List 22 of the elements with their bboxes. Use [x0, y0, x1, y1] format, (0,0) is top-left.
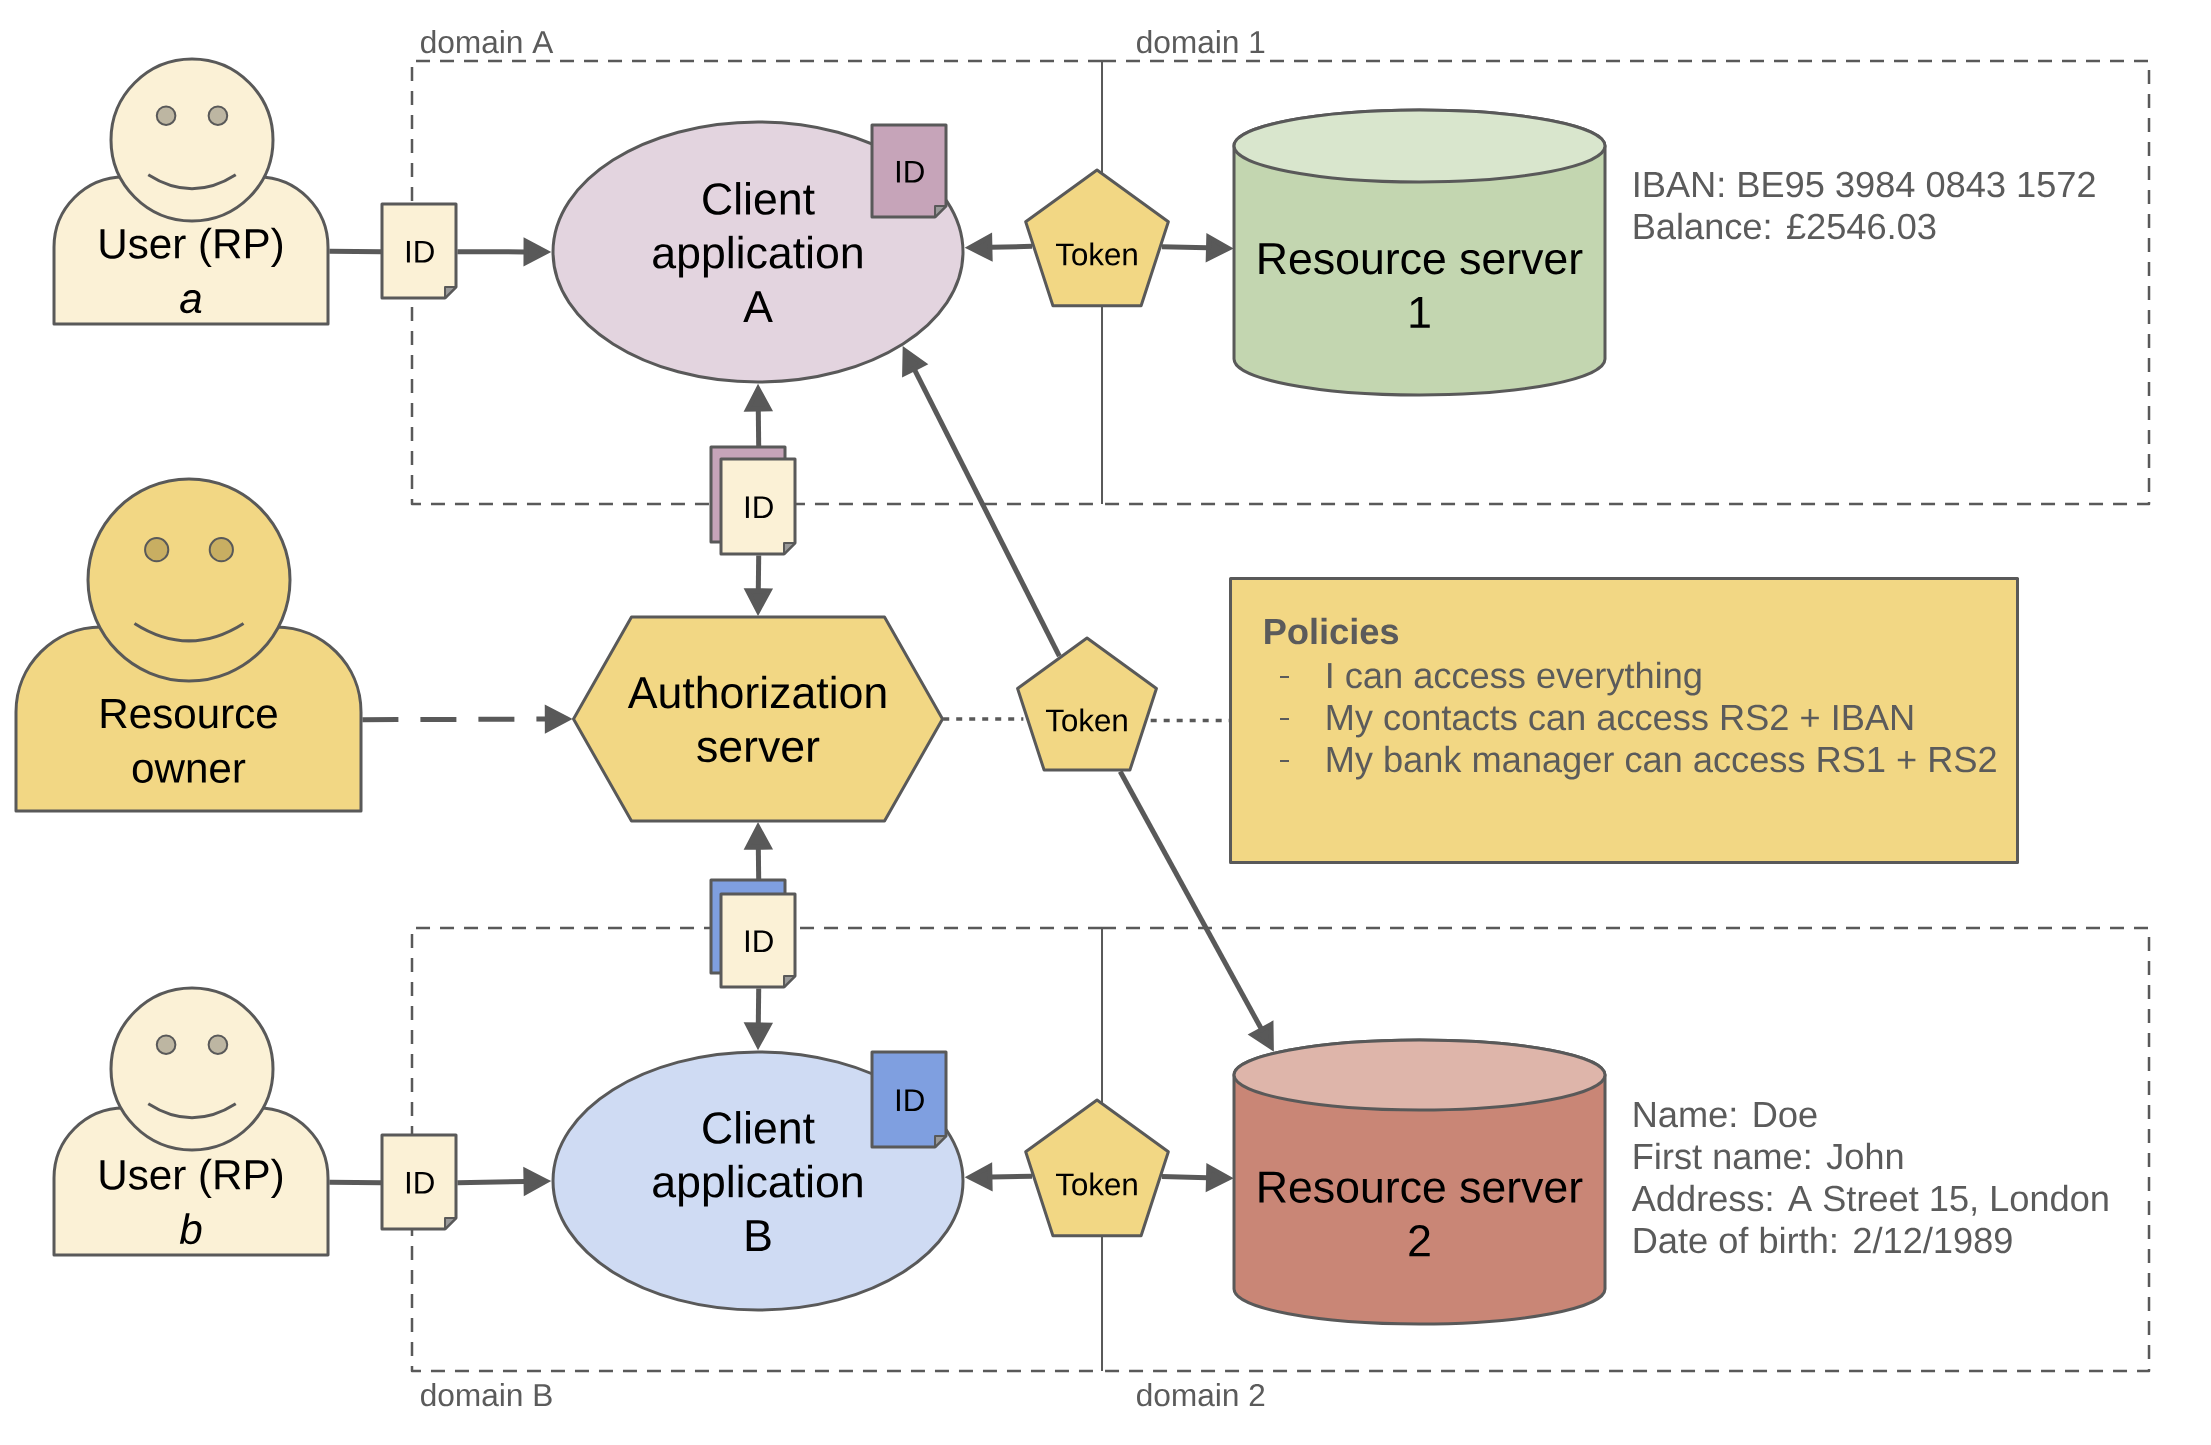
data-text: First name: John [1634, 1142, 1903, 1170]
person-figure: User (RP) a [52, 57, 330, 326]
data-text: IBAN: BE95 3984 0843 1572 [1635, 171, 2095, 198]
person-figure: User (RP) b [52, 986, 330, 1257]
region-label: domain 2 [1137, 1383, 1265, 1407]
dotted-line [943, 717, 1024, 721]
data-text: Address: A Street 15, London [1631, 1184, 2108, 1216]
region-label: domain A [421, 30, 554, 54]
person-figure: Resource owner [14, 477, 363, 813]
list-item: I can access everything [1328, 661, 1701, 696]
database-cylinder: Resource server 1 [1232, 108, 1607, 397]
database-cylinder: Resource server 2 [1232, 1038, 1607, 1326]
region-label: domain B [421, 1383, 552, 1407]
data-text: Name: Doe [1634, 1102, 1817, 1128]
connector-line [329, 248, 382, 255]
region-label: domain 1 [1137, 30, 1265, 54]
list-item: My bank manager can access RS1 + RS2 [1327, 745, 1996, 780]
data-text: Balance: £2546.03 [1634, 212, 1936, 240]
note-heading: Policies [1265, 617, 1399, 645]
data-text: Date of birth: 2/12/1989 [1634, 1226, 2012, 1254]
connector-line [329, 1179, 383, 1186]
list-item: My contacts can access RS2 + IBAN [1327, 704, 1913, 738]
